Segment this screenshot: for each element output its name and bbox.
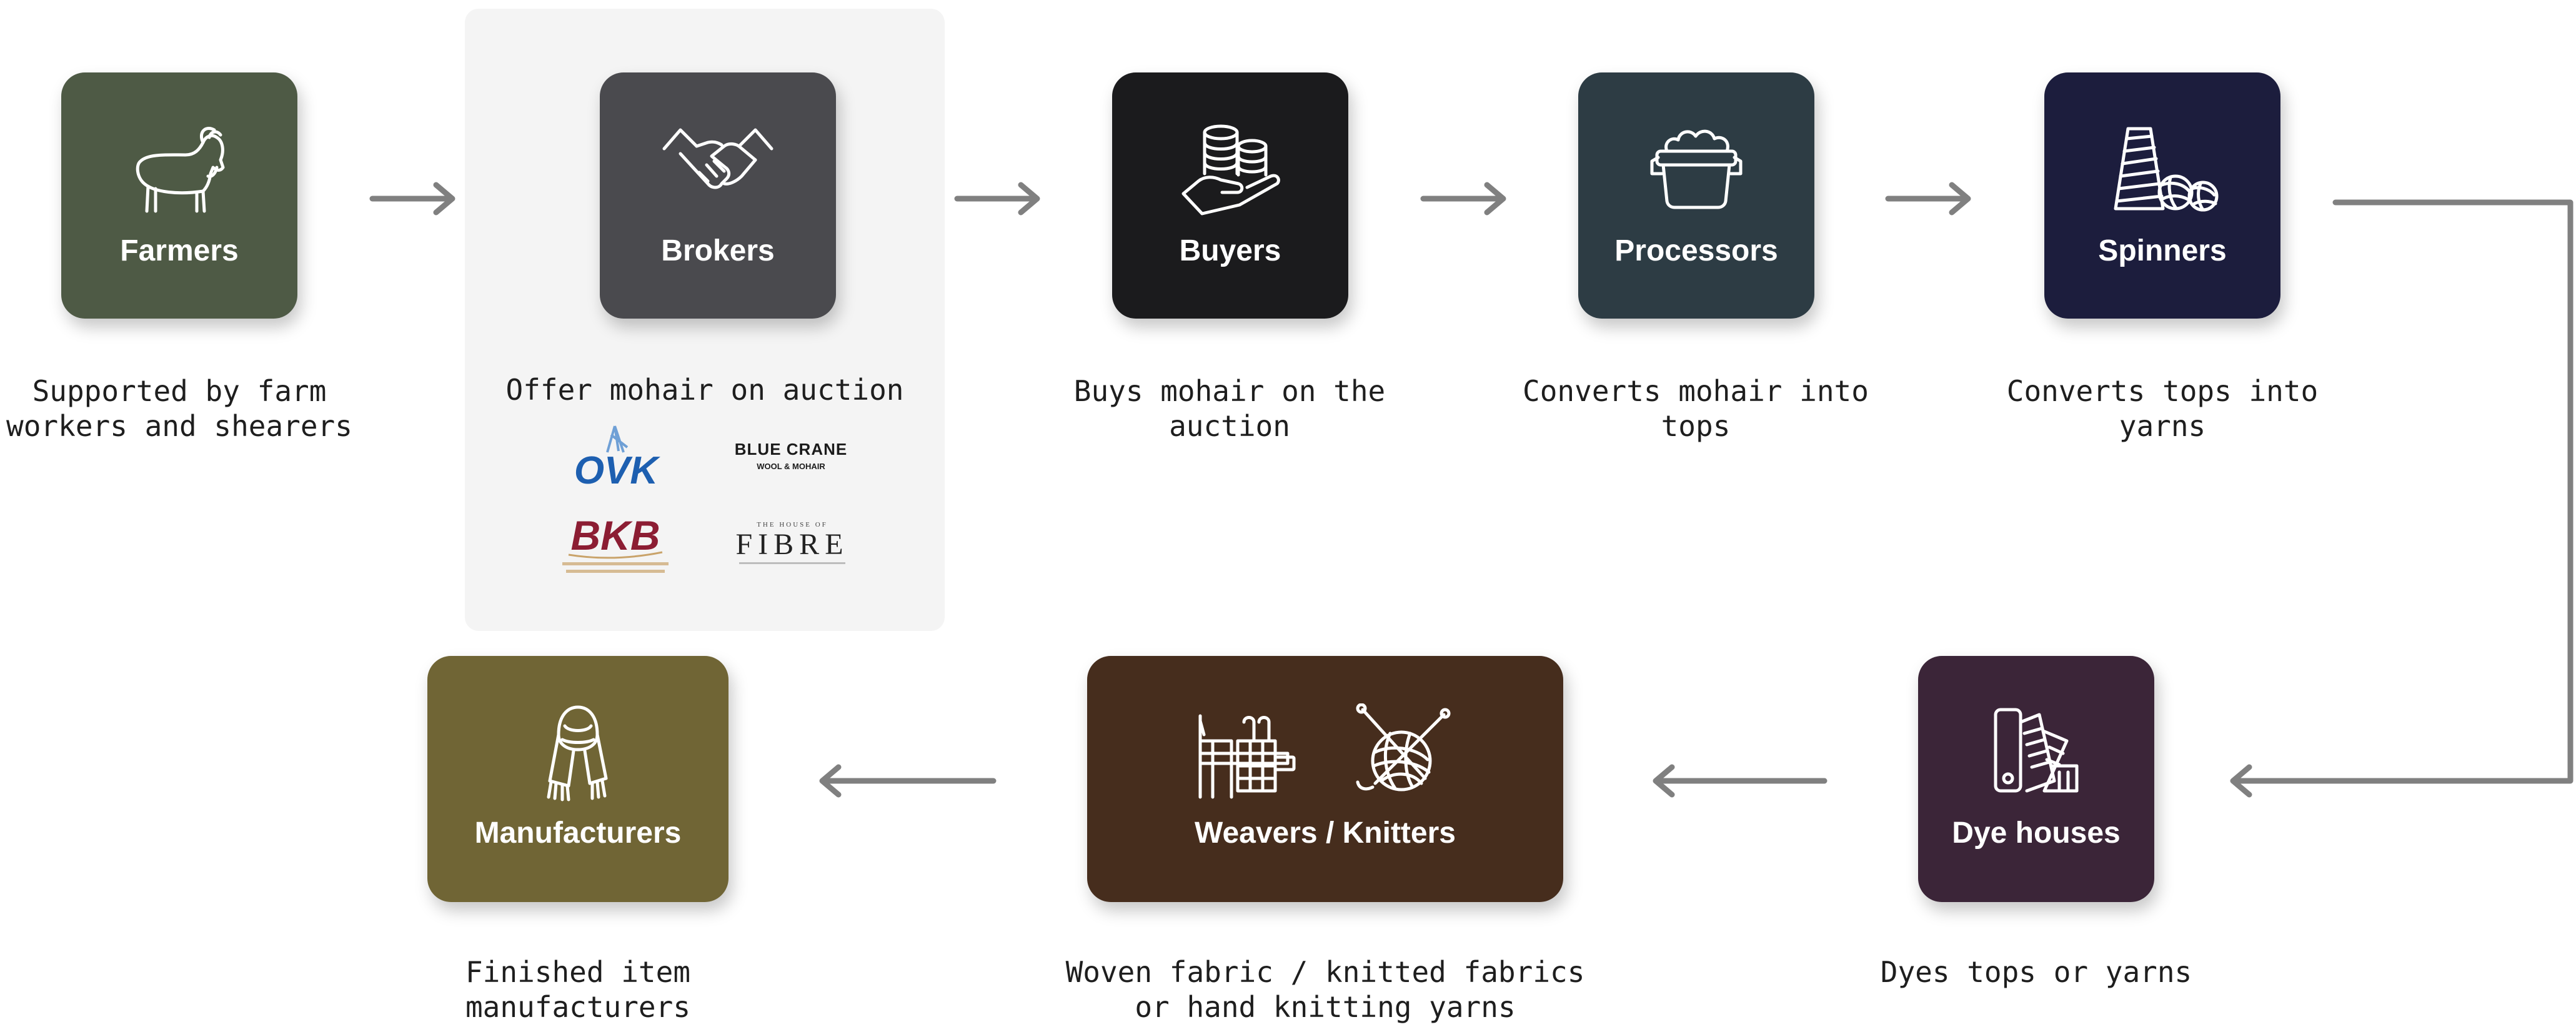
scarf-icon (547, 705, 608, 801)
buyers-description-line: Buys mohair on the (1073, 374, 1386, 408)
processors-description-line: tops (1661, 409, 1731, 443)
arrow-weavers-to-manufacturers (819, 764, 997, 798)
wool-basket-icon (1650, 129, 1743, 209)
weavers-knitters-label: Weavers / Knitters (1195, 816, 1456, 850)
spinners-card: Spinners (2044, 72, 2280, 319)
manufacturers-description-line: Finished item (465, 955, 691, 989)
weavers-knitters-card: Weavers / Knitters (1087, 656, 1563, 902)
blue-crane-logo-title: BLUE CRANE (734, 440, 848, 459)
arrow-brokers-to-buyers (954, 182, 1040, 216)
loom-icon (1198, 714, 1296, 799)
buyers-description-line: auction (1169, 409, 1290, 443)
buyers-card: Buyers (1112, 72, 1348, 319)
dye-houses-card: Dye houses (1918, 656, 2154, 902)
yarn-cone-icon (2114, 127, 2219, 212)
loom-and-yarn-ball-icon (1198, 703, 1451, 799)
weavers-knitters-description-line: or hand knitting yarns (1135, 990, 1516, 1024)
weavers-knitters-description-line: Woven fabric / knitted fabrics (1065, 955, 1585, 989)
handshake-icon (662, 128, 773, 189)
brokers-card: Brokers (600, 72, 836, 319)
dye-houses-description: Dyes tops or yarns (1872, 955, 2201, 990)
processors-description-line: Converts mohair into (1523, 374, 1869, 408)
color-swatch-icon (1994, 708, 2079, 793)
arrow-processors-to-spinners (1885, 182, 1971, 216)
weavers-knitters-description: Woven fabric / knitted fabrics or hand k… (1056, 955, 1594, 1025)
manufacturers-description-line: manufacturers (465, 990, 691, 1024)
dye-houses-label: Dye houses (1952, 816, 2121, 850)
spinners-label: Spinners (2098, 234, 2227, 267)
goat-icon (136, 127, 225, 213)
house-of-fibre-logo-underline (739, 562, 845, 564)
manufacturers-label: Manufacturers (474, 816, 682, 850)
ovk-logo: OVK (574, 425, 661, 491)
blue-crane-logo: BLUE CRANE WOOL & MOHAIR (716, 440, 866, 471)
arrow-farmers-to-brokers (369, 182, 455, 216)
processors-card: Processors (1578, 72, 1814, 319)
bkb-logo: BKB (562, 512, 669, 573)
house-of-fibre-logo-tagline: THE HOUSE OF (757, 521, 828, 528)
processors-label: Processors (1614, 234, 1778, 267)
manufacturers-description: Finished item manufacturers (415, 955, 741, 1025)
brokers-description-line: Offer mohair on auction (505, 373, 904, 407)
farmers-description: Supported by farm workers and shearers (0, 374, 359, 444)
arrow-buyers-to-processors (1420, 182, 1506, 216)
house-of-fibre-logo-title: FIBRE (735, 528, 849, 561)
dye-houses-description-line: Dyes tops or yarns (1880, 955, 2192, 989)
arrow-dye-houses-to-weavers (1653, 764, 1828, 798)
ovk-logo-text: OVK (574, 449, 661, 491)
arrow-spinners-to-dye-houses (2230, 199, 2574, 798)
spinners-description: Converts tops into yarns (1984, 374, 2340, 444)
blue-crane-logo-subtitle: WOOL & MOHAIR (757, 462, 825, 471)
farmers-card: Farmers (61, 72, 297, 319)
house-of-fibre-logo: THE HOUSE OF FIBRE (724, 521, 861, 564)
farmers-description-line: workers and shearers (6, 409, 352, 443)
buyers-description: Buys mohair on the auction (1056, 374, 1403, 444)
coins-in-hand-icon (1181, 124, 1280, 216)
spinners-description-line: Converts tops into (2006, 374, 2319, 408)
brokers-label: Brokers (661, 234, 775, 267)
spinners-description-line: yarns (2119, 409, 2206, 443)
farmers-label: Farmers (120, 234, 239, 267)
brokers-description: Offer mohair on auction (465, 372, 945, 407)
knitting-yarn-ball-icon (1356, 703, 1451, 791)
manufacturers-card: Manufacturers (427, 656, 729, 902)
buyers-label: Buyers (1179, 234, 1281, 267)
bkb-logo-text: BKB (571, 512, 660, 558)
farmers-description-line: Supported by farm (32, 374, 327, 408)
processors-description: Converts mohair into tops (1509, 374, 1882, 444)
